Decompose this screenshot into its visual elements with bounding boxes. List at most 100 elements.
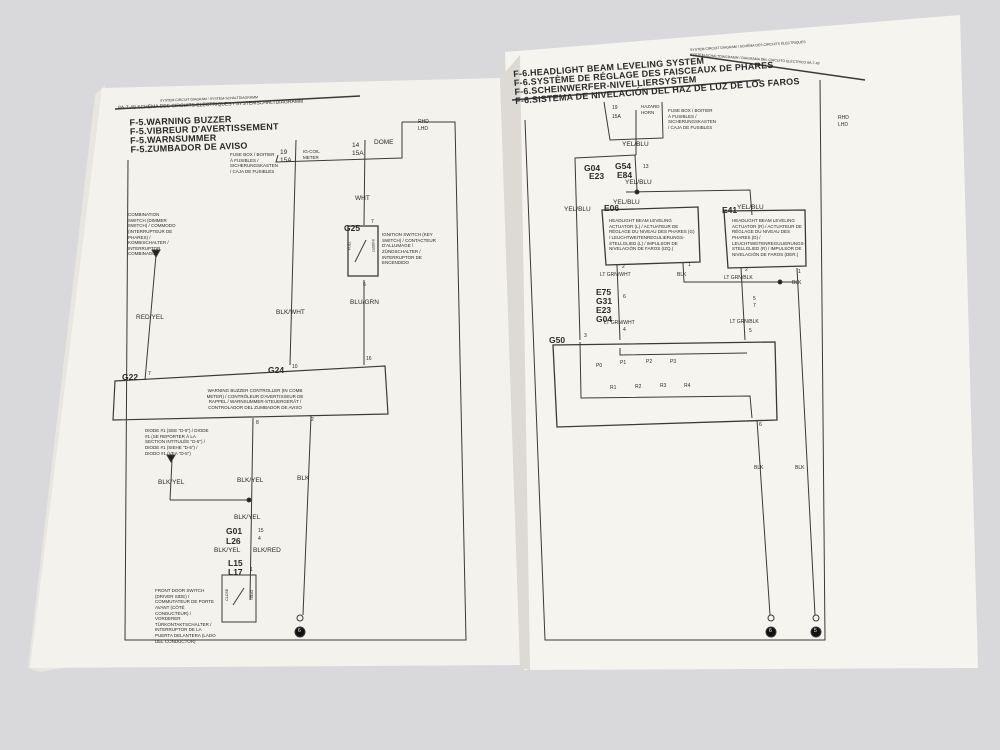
conn-g04: G04 bbox=[584, 163, 601, 173]
fuse-19-amps: 15A bbox=[280, 157, 292, 164]
ignition-insert: INSERT bbox=[371, 239, 376, 253]
fuse-amps: 15A bbox=[612, 114, 621, 120]
g25-pin-6: 6 bbox=[363, 282, 366, 288]
position-p3: P3 bbox=[670, 359, 677, 365]
wire-blk-wht: BLK/WHT bbox=[276, 309, 305, 316]
conn2-pin-6: 6 bbox=[623, 294, 626, 300]
wire-yel-blu-3: YEL/BLU bbox=[564, 206, 591, 213]
wire-blk: BLK bbox=[297, 475, 310, 482]
fuse-box-label: FUSE BOX / BOITIER À FUSIBLES / SICHERUN… bbox=[230, 152, 279, 174]
legend-lhd: LHD bbox=[838, 122, 849, 128]
fuse-box-label: FUSE BOX / BOITIER À FUSIBLES / SICHERUN… bbox=[668, 108, 717, 130]
l26-pin: 4 bbox=[258, 536, 261, 542]
g25-pin-7: 7 bbox=[371, 219, 374, 225]
e06-label: HEADLIGHT BEAM LEVELING ACTUATOR (L) / A… bbox=[609, 218, 695, 252]
position-p1: P1 bbox=[620, 360, 627, 366]
wire-blk-yel-2: BLK/YEL bbox=[237, 477, 264, 484]
wire-blk-yel-rhd: BLK/YEL bbox=[214, 547, 241, 554]
wire-blk-ground-6: BLK bbox=[754, 465, 764, 471]
ignition-switch-label: IGNITION SWITCH (KEY SWITCH) / CONTACTEU… bbox=[382, 232, 436, 266]
wire-lt-grn-wht-1: LT GRN/WHT bbox=[600, 272, 631, 278]
wire-blk-ground-5: BLK bbox=[795, 465, 805, 471]
g50-pin-4: 4 bbox=[623, 327, 626, 333]
door-close: CLOSE bbox=[225, 588, 230, 601]
e41-pin-1: 1 bbox=[798, 269, 801, 275]
connector-l15: L15 bbox=[228, 558, 243, 568]
conn-e84: E84 bbox=[617, 170, 633, 180]
pin-2: 2 bbox=[311, 417, 314, 423]
fuse-number: 19 bbox=[612, 105, 618, 111]
wire-lt-grn-blk-2: LT GRN/BLK bbox=[730, 319, 759, 325]
diode-label: DIODE #1 (SEE "D-5") / DIODE #1 (SE REPO… bbox=[145, 428, 209, 456]
conn-g54: G54 bbox=[615, 161, 632, 171]
e41-label: HEADLIGHT BEAM LEVELING ACTUATOR (R) / A… bbox=[732, 218, 806, 257]
fuse-14-amps: 15A bbox=[352, 150, 364, 157]
wire-yel-blu-4: YEL/BLU bbox=[613, 199, 640, 206]
conn-e23b: E23 bbox=[596, 305, 612, 315]
left-title-block: F-5.WARNING BUZZER F-5.VIBREUR D'AVERTIS… bbox=[129, 113, 279, 155]
right-ground-6: 6 bbox=[769, 628, 772, 634]
wire-blk-e06: BLK bbox=[677, 272, 687, 278]
resistor-r1: R1 bbox=[610, 385, 617, 391]
fuse-14-number: 14 bbox=[352, 142, 360, 149]
connector-g22: G22 bbox=[122, 372, 139, 382]
fuse-name: HAZARD HORN bbox=[641, 104, 660, 115]
combination-switch-label: COMBINATION SWITCH (DIMMER SWITCH) / COM… bbox=[128, 212, 176, 257]
legend-lhd: LHD bbox=[418, 126, 429, 132]
door-open: OPEN bbox=[249, 589, 254, 600]
wire-blk-red-lhd: BLK/RED bbox=[253, 547, 281, 554]
conn1-pin: 13 bbox=[643, 164, 649, 170]
l17-pin: 1 bbox=[250, 567, 253, 573]
resistor-r3: R3 bbox=[660, 383, 667, 389]
connector-e06: E06 bbox=[604, 203, 620, 213]
e06-pin-2: 2 bbox=[622, 264, 625, 270]
fuse-14-name: DOME bbox=[374, 139, 394, 146]
connector-g25: G25 bbox=[344, 223, 361, 233]
conn-g04b: G04 bbox=[596, 314, 613, 324]
connector-l17: L17 bbox=[228, 567, 243, 577]
wire-yel-blu-5: YEL/BLU bbox=[737, 204, 764, 211]
position-p0: P0 bbox=[596, 363, 603, 369]
controller-label: WARNING BUZZER CONTROLLER (IN COMB METER… bbox=[206, 388, 304, 410]
e06-pin-1: 1 bbox=[688, 262, 691, 268]
wire-yel-blu-2: YEL/BLU bbox=[625, 179, 652, 186]
position-p2: P2 bbox=[646, 359, 653, 365]
conn2-pin-5: 5 bbox=[753, 296, 756, 302]
conn2-pin-7: 7 bbox=[753, 303, 756, 309]
fuse-19-name: IG-COIL METER bbox=[303, 149, 320, 160]
left-page bbox=[30, 78, 522, 668]
wire-blu-grn: BLU/GRN bbox=[350, 299, 379, 306]
wire-yel-blu-1: YEL/BLU bbox=[622, 141, 649, 148]
connector-g01: G01 bbox=[226, 526, 243, 536]
wire-blk-yel-1: BLK/YEL bbox=[158, 479, 185, 486]
left-ground-6: 6 bbox=[298, 628, 301, 634]
connector-e41: E41 bbox=[722, 205, 738, 215]
wire-blk-yel-3: BLK/YEL bbox=[234, 514, 261, 521]
e41-pin-2: 2 bbox=[745, 267, 748, 273]
wire-blk-e41: BLK bbox=[792, 280, 802, 286]
connector-g24: G24 bbox=[268, 365, 285, 375]
pin-8: 8 bbox=[256, 420, 259, 426]
wire-wht: WHT bbox=[355, 195, 370, 202]
legend-rhd: RHD bbox=[418, 119, 429, 125]
right-ground-5: 5 bbox=[814, 628, 817, 634]
door-switch-label: FRONT DOOR SWITCH (DRIVER SIDE) / COMMUT… bbox=[155, 588, 216, 644]
conn-e23: E23 bbox=[589, 171, 605, 181]
resistor-r2: R2 bbox=[635, 384, 642, 390]
pin-16: 16 bbox=[366, 356, 372, 362]
book-spine bbox=[500, 55, 530, 670]
wire-lt-grn-wht-2: LT GRN/WHT bbox=[604, 320, 635, 326]
g50-pin-6: 6 bbox=[759, 422, 762, 428]
resistor-r4: R4 bbox=[684, 383, 691, 389]
fuse-19-number: 19 bbox=[280, 149, 288, 156]
conn-g31: G31 bbox=[596, 296, 613, 306]
connector-l26: L26 bbox=[226, 536, 241, 546]
g50-pin-5: 5 bbox=[749, 328, 752, 334]
connector-g50: G50 bbox=[549, 335, 566, 345]
legend-rhd: RHD bbox=[838, 115, 849, 121]
wire-red-yel: RED/YEL bbox=[136, 314, 164, 321]
conn-e75: E75 bbox=[596, 287, 612, 297]
g01-pin: 15 bbox=[258, 528, 264, 534]
g24-pin: 10 bbox=[292, 364, 298, 370]
